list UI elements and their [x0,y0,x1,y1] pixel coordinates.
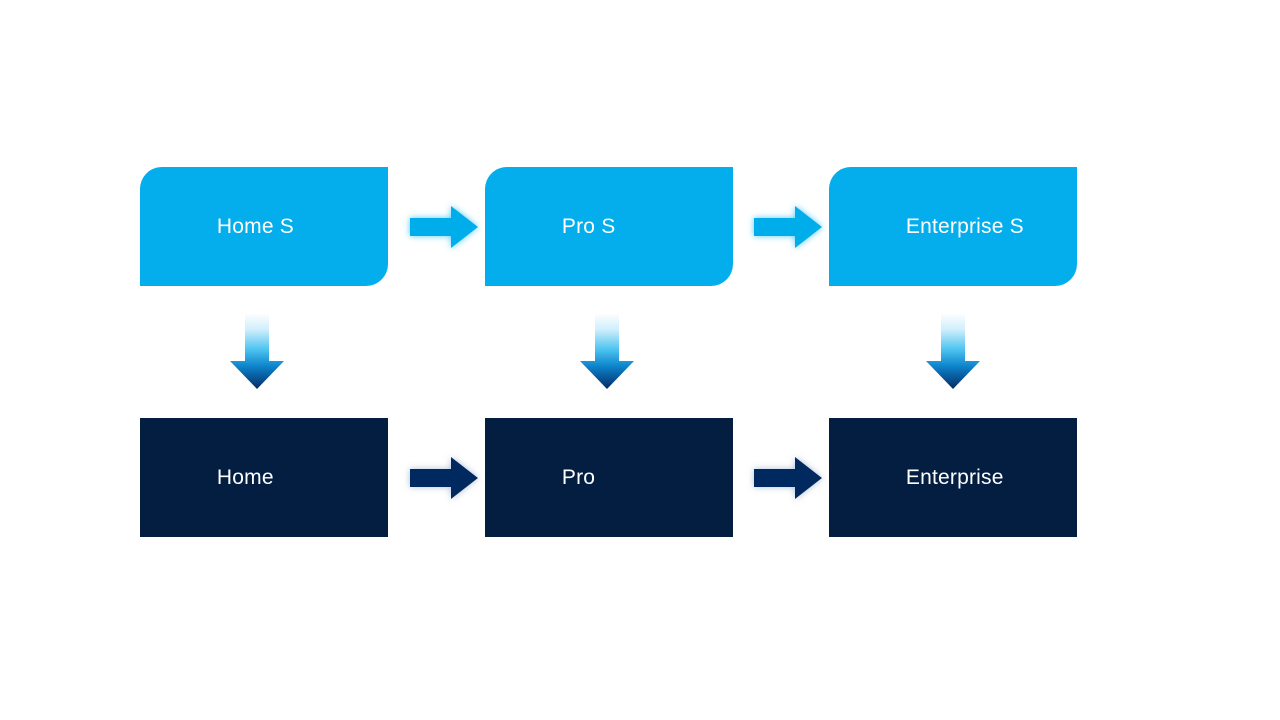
arrow-right-icon [410,457,478,499]
node-enterprise-s[interactable]: Enterprise S [829,167,1077,286]
node-enterprise-s-label: Enterprise S [905,215,1024,238]
arrow-down-icon [230,313,284,389]
node-pro-s[interactable]: Pro S [485,167,733,286]
node-home-s[interactable]: Home S [140,167,388,286]
node-pro-label: Pro [561,466,596,489]
node-pro-s-label: Pro S [561,215,616,238]
node-pro[interactable]: Pro [485,418,733,537]
node-enterprise[interactable]: Enterprise [829,418,1077,537]
node-home-label: Home [216,466,274,489]
arrow-right-icon [754,206,822,248]
connector-pro-to-enterprise[interactable] [754,456,822,500]
arrow-right-icon [754,457,822,499]
connector-enterprise-s-to-enterprise[interactable] [926,313,980,389]
node-home-s-label: Home S [216,215,294,238]
connector-home-s-to-pro-s[interactable] [410,205,478,249]
arrow-right-icon [410,206,478,248]
connector-home-s-to-home[interactable] [230,313,284,389]
connector-pro-s-to-pro[interactable] [580,313,634,389]
connector-pro-s-to-enterprise-s[interactable] [754,205,822,249]
arrow-down-icon [926,313,980,389]
node-home[interactable]: Home [140,418,388,537]
node-enterprise-label: Enterprise [905,466,1004,489]
arrow-down-icon [580,313,634,389]
connector-home-to-pro[interactable] [410,456,478,500]
